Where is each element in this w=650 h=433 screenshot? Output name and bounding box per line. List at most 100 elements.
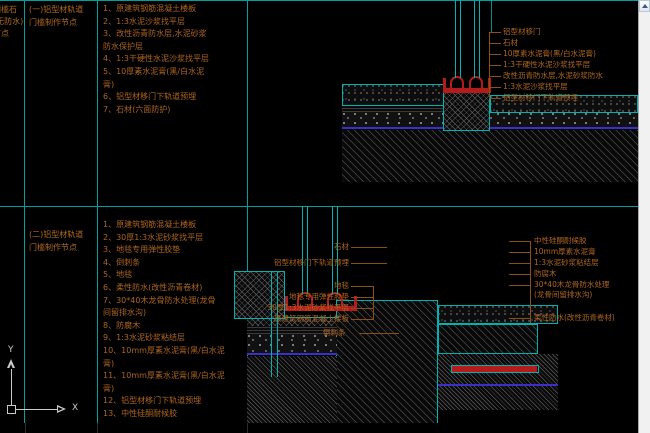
ucs-y-arrow-inner <box>9 364 13 369</box>
bottom-left-label-0: 石材 <box>334 242 349 251</box>
note-line: 11、10mm厚素水泥膏(黑/白水泥 <box>103 371 225 381</box>
note-line: 间留排水沟) <box>103 308 147 318</box>
top-rail-arc-right <box>469 76 483 90</box>
bottom-right-label-3: 防腐木 <box>534 269 557 278</box>
note-line: 7、30*40木龙骨防水处理(龙骨 <box>103 295 216 305</box>
bottom-left-slab <box>247 356 337 425</box>
top-door-line-1 <box>455 0 456 78</box>
note-line: 膏) <box>103 383 115 393</box>
note-line: 1、原建筑钢筋混凝土楼板 <box>103 4 197 13</box>
bottom-door-line-1 <box>302 206 303 294</box>
note-line: 2、30厚1:3水泥砂浆找平层 <box>103 232 204 242</box>
frame-vline-2 <box>97 0 98 433</box>
bottom-timber-batten-outline <box>451 365 539 373</box>
bottom-right-label-5: (龙骨间留排水沟) <box>534 290 593 299</box>
note-line: 膏) <box>103 79 115 89</box>
bottom-left-screed <box>247 334 337 353</box>
bottom-left-leader-5 <box>351 319 373 320</box>
section-one-title: (一)铝型材轨道 门槛制作节点 <box>29 5 84 27</box>
ucs-origin-square <box>7 405 16 414</box>
bottom-rail-left-end <box>285 296 288 310</box>
ucs-y-axis-line <box>11 367 12 406</box>
top-sill-outline <box>443 91 490 131</box>
top-leader-0 <box>489 32 501 33</box>
bottom-right-leader-5 <box>509 318 531 319</box>
bottom-strip-cell-2[interactable] <box>26 423 98 433</box>
note-line: 膏) <box>103 358 115 368</box>
bottom-strip-cell-4[interactable] <box>248 423 638 433</box>
bottom-rail-arc-left <box>297 292 313 308</box>
ucs-icon: Y X <box>4 345 104 425</box>
note-line: 10、10mm厚素水泥膏(黑/白水泥 <box>103 345 225 355</box>
bottom-left-leader-4 <box>351 308 373 309</box>
bottom-strip-cell-3[interactable] <box>98 423 248 433</box>
top-rail-base <box>443 88 491 93</box>
top-left-finish-block <box>342 85 444 105</box>
top-label-4: 改性沥青防水层,水泥砂浆防水 <box>503 71 603 80</box>
note-line: 4、1:3干硬性水泥沙浆找平层 <box>103 54 209 64</box>
note-line: 防水保护层 <box>103 41 143 51</box>
bottom-left-waterproof <box>247 353 337 355</box>
top-rail-left-stem <box>443 78 446 90</box>
bottom-timber-batten <box>452 366 537 372</box>
top-concrete-slab <box>342 130 638 182</box>
top-screed-layer <box>342 112 638 127</box>
top-leader-5 <box>489 87 501 88</box>
top-leader-2 <box>489 54 501 55</box>
bottom-detail-drawing[interactable]: 中性硅酮耐候胶 10mm厚素水泥膏 1:3水泥砂浆粘结层 防腐木 30*40木龙… <box>234 206 638 425</box>
note-line: 13、中性硅酮耐候胶 <box>103 408 178 418</box>
chevron-up-icon <box>641 4 648 8</box>
bottom-right-label-4: 30*40木龙骨防水处理 <box>534 280 610 289</box>
top-detail-drawing[interactable]: 铝型材移门 石材 10厚素水泥膏(黑/白水泥膏) 1:3干硬性水泥沙浆找平层 改… <box>247 0 638 206</box>
ucs-x-arrow-inner <box>58 407 63 411</box>
bottom-right-leader-spine <box>530 241 531 323</box>
section-two-notes: 1、原建筑钢筋混凝土楼板 2、30厚1:3水泥砂浆找平层 3、地毯专用弹性胶垫 … <box>103 219 245 421</box>
bottom-left-label-3: 地毯专用弹性胶垫 <box>289 292 349 301</box>
bottom-left-label-2: 地毯 <box>334 281 349 290</box>
bottom-right-leader-0 <box>509 241 531 242</box>
section-two-title: (二)铝型材轨道 门槛制作节点 <box>29 230 84 252</box>
top-leader-6 <box>489 98 501 99</box>
top-label-2: 10厚素水泥膏(黑/白水泥膏) <box>503 49 596 58</box>
frame-hline-top <box>0 0 638 1</box>
bottom-right-label-0: 中性硅酮耐候胶 <box>534 236 587 245</box>
bottom-sill-upstand-outline <box>234 271 285 319</box>
top-leader-4 <box>489 76 501 77</box>
bottom-right-label-2: 1:3水泥砂浆粘结层 <box>534 258 599 267</box>
bottom-left-leader-3 <box>351 297 373 298</box>
bottom-door-line-2 <box>307 206 308 294</box>
top-leader-spine <box>489 32 490 99</box>
bottom-right-label-6: 柔性防水(改性沥青卷材) <box>534 313 615 322</box>
column-a-title: 门槛石(无防水)节点 <box>0 5 24 38</box>
top-door-line-2 <box>460 0 461 78</box>
note-line: 3、改性沥青防水层,水泥砂浆 <box>103 29 207 39</box>
scroll-up-button[interactable] <box>639 0 650 12</box>
top-label-6: 铝型材移门下轨道预埋 <box>503 93 578 102</box>
bottom-right-waterproof <box>438 384 558 386</box>
bottom-left-leader-2 <box>351 286 373 287</box>
bottom-sill-upstand <box>234 272 284 318</box>
note-line: 8、防腐木 <box>103 320 141 330</box>
top-right-finish-outline <box>490 95 638 113</box>
top-left-construction-line <box>491 0 492 32</box>
bottom-right-finish-outline <box>438 305 558 324</box>
ucs-x-label: X <box>72 403 79 413</box>
bottom-jamb-line-2 <box>277 272 278 377</box>
note-line: 1、原建筑钢筋混凝土楼板 <box>103 220 197 229</box>
vertical-scrollbar[interactable] <box>638 0 650 433</box>
bottom-right-leader-2 <box>509 263 531 264</box>
bottom-left-carpet-top <box>247 317 339 318</box>
bottom-jamb-line-1 <box>271 272 272 377</box>
frame-vline-3 <box>247 0 248 433</box>
section-one-notes: 1、原建筑钢筋混凝土楼板 2、1:3水泥沙浆找平层 3、改性沥青防水层,水泥砂浆… <box>103 3 245 116</box>
ucs-x-axis-line <box>16 409 58 410</box>
bottom-strip-cell-1[interactable] <box>0 423 26 433</box>
bottom-left-label-4: 30厚1:3水泥砂浆找平层 <box>267 303 349 312</box>
note-line: 2、1:3水泥沙浆找平层 <box>103 16 185 26</box>
bottom-rail-arc-right <box>327 292 343 308</box>
bottom-door-line-3 <box>332 206 333 294</box>
top-label-0: 铝型材移门 <box>503 27 541 36</box>
top-leader-1 <box>489 43 501 44</box>
